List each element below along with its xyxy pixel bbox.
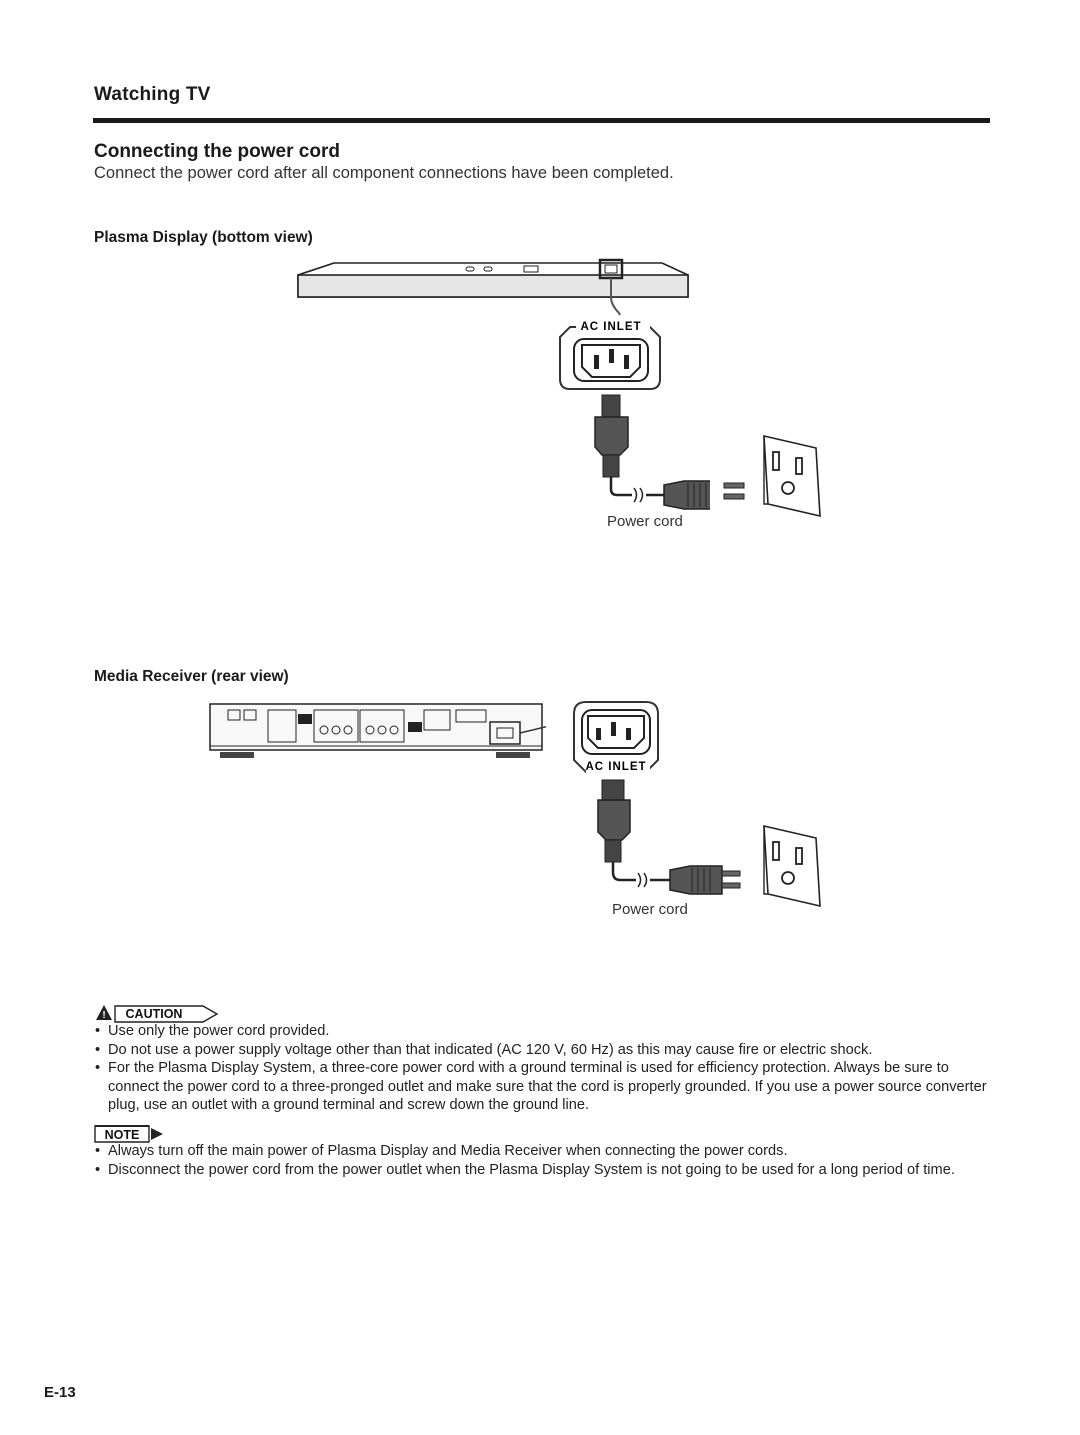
receiver-figure-label: Media Receiver (rear view) bbox=[94, 668, 289, 685]
svg-text:!: ! bbox=[102, 1010, 105, 1021]
plasma-power-cord-label: Power cord bbox=[607, 513, 683, 530]
section-title: Watching TV bbox=[94, 84, 211, 105]
note-badge: NOTE bbox=[94, 1125, 163, 1143]
caution-list: Use only the power cord provided. Do not… bbox=[94, 1022, 990, 1115]
media-receiver-rear-illustration bbox=[209, 703, 546, 758]
plasma-display-diagram: AC INLET bbox=[297, 258, 710, 510]
svg-text:CAUTION: CAUTION bbox=[126, 1007, 183, 1021]
note-item: Disconnect the power cord from the power… bbox=[94, 1161, 990, 1180]
plasma-figure-label: Plasma Display (bottom view) bbox=[94, 229, 313, 246]
note-list: Always turn off the main power of Plasma… bbox=[94, 1142, 990, 1179]
ac-inlet-label-receiver: AC INLET bbox=[585, 761, 646, 773]
wall-outlet-icon bbox=[763, 434, 821, 518]
caution-badge: ! CAUTION bbox=[96, 1005, 219, 1023]
note-item: Always turn off the main power of Plasma… bbox=[94, 1142, 990, 1161]
power-plug-icon bbox=[594, 394, 710, 510]
svg-text:NOTE: NOTE bbox=[105, 1128, 140, 1142]
ac-inlet-callout: AC INLET bbox=[559, 317, 661, 390]
plasma-display-bottom-illustration bbox=[297, 258, 689, 298]
receiver-power-cord-label: Power cord bbox=[612, 901, 688, 918]
ac-inlet-callout-receiver: AC INLET bbox=[573, 701, 659, 774]
receiver-connection-diagram: AC INLET bbox=[573, 701, 741, 895]
intro-text: Connect the power cord after all compone… bbox=[94, 164, 674, 182]
power-plug-icon-receiver bbox=[597, 779, 741, 895]
page-number: E-13 bbox=[44, 1384, 76, 1401]
caution-item: For the Plasma Display System, a three-c… bbox=[94, 1059, 990, 1115]
warning-icon bbox=[96, 1005, 112, 1020]
wall-outlet-icon-receiver bbox=[763, 824, 821, 908]
section-divider bbox=[93, 118, 990, 123]
plug-prongs-icon bbox=[723, 482, 745, 500]
ac-inlet-label: AC INLET bbox=[580, 321, 641, 333]
caution-item: Do not use a power supply voltage other … bbox=[94, 1041, 990, 1060]
page-title: Connecting the power cord bbox=[94, 141, 340, 162]
caution-item: Use only the power cord provided. bbox=[94, 1022, 990, 1041]
